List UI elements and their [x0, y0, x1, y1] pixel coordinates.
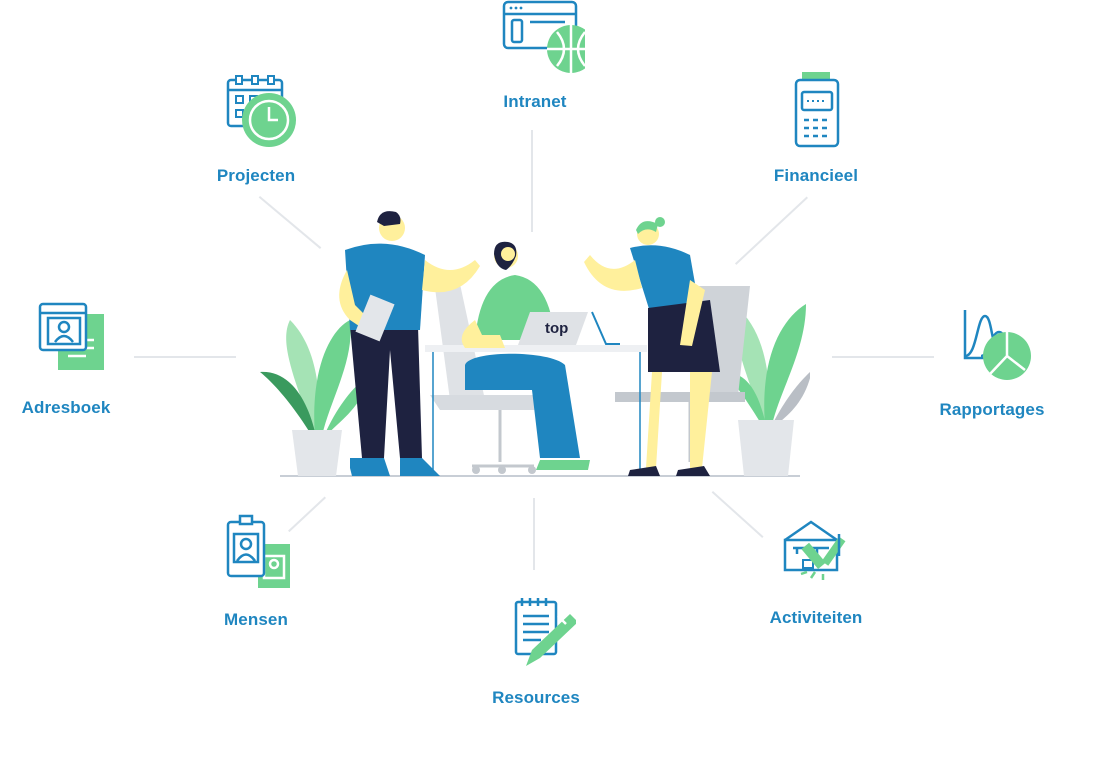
team-illustration: top	[260, 211, 810, 477]
node-resources[interactable]: Resources	[480, 596, 592, 708]
connector-adresboek	[134, 356, 236, 358]
address-book-icon	[38, 302, 104, 370]
chart-report-icon	[963, 310, 1031, 380]
calendar-clock-icon	[226, 75, 296, 147]
standing-woman	[584, 217, 720, 476]
laptop: top	[518, 311, 620, 345]
node-label: Intranet	[503, 92, 567, 111]
connector-resources	[533, 498, 535, 570]
connector-rapportages	[832, 356, 934, 358]
node-adresboek[interactable]: Adresboek	[10, 300, 122, 418]
calculator-icon	[794, 72, 840, 148]
people-badge-icon	[226, 514, 290, 588]
node-label: Mensen	[224, 610, 288, 629]
node-label: Projecten	[216, 166, 296, 185]
node-activiteiten[interactable]: Activiteiten	[760, 514, 872, 628]
node-label: Rapportages	[939, 400, 1045, 419]
node-label: Adresboek	[21, 398, 111, 417]
node-rapportages[interactable]: Rapportages	[932, 306, 1052, 420]
activity-icon	[783, 520, 846, 580]
node-financieel[interactable]: Financieel	[760, 70, 872, 186]
notepad-pencil-icon	[514, 598, 576, 666]
browser-globe-icon	[502, 0, 585, 73]
node-label: Activiteiten	[769, 608, 863, 627]
desk	[425, 345, 647, 352]
node-intranet[interactable]: Intranet	[480, 0, 590, 112]
node-label: Financieel	[773, 166, 859, 185]
laptop-logo: top	[545, 320, 568, 337]
node-mensen[interactable]: Mensen	[200, 514, 312, 630]
connector-activiteiten	[711, 491, 764, 538]
right-plant	[720, 304, 810, 476]
standing-man	[339, 211, 480, 476]
seated-man	[461, 241, 590, 470]
node-label: Resources	[492, 688, 580, 707]
node-projecten[interactable]: Projecten	[200, 74, 312, 186]
